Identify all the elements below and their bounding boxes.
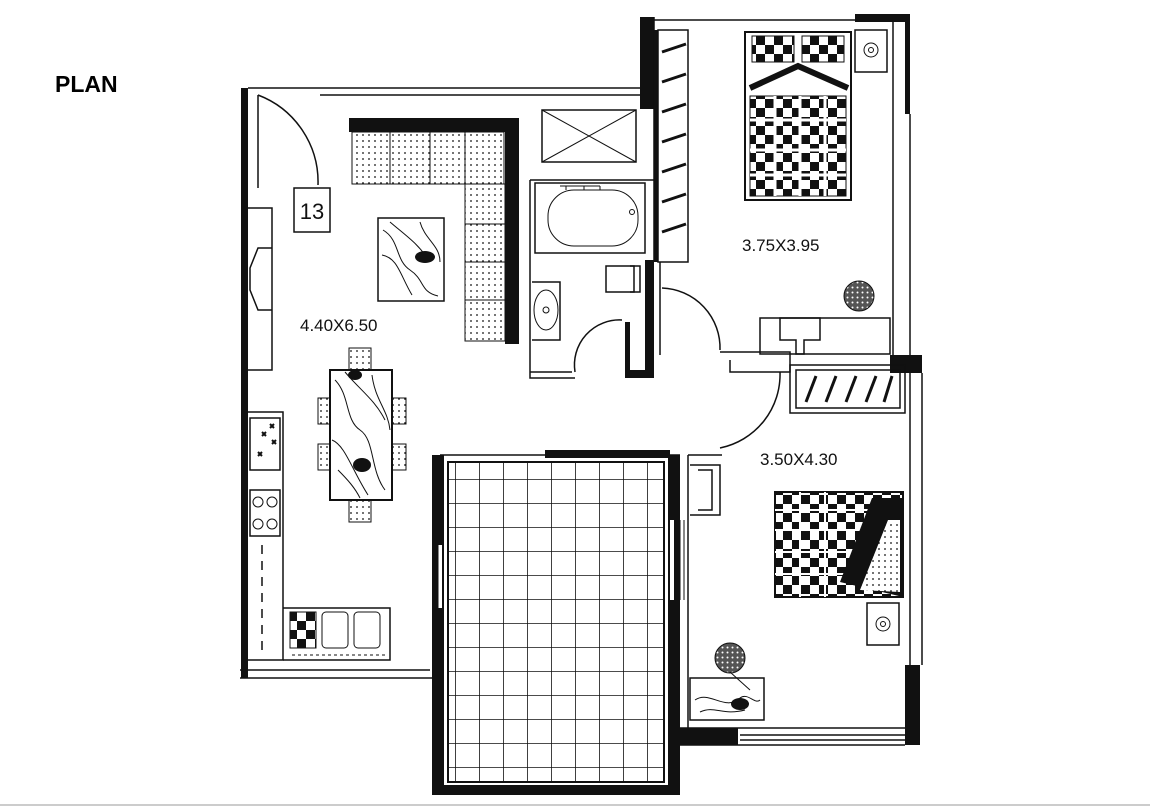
bathroom-door	[573, 319, 623, 373]
living-room: 13	[248, 94, 519, 661]
wardrobe-top	[657, 29, 689, 263]
washbasin	[532, 281, 561, 341]
lamp-top	[843, 280, 875, 312]
bathtub	[534, 182, 646, 254]
dining-table	[317, 347, 407, 523]
bedroom-bottom: 3.50X4.30	[689, 450, 905, 741]
kitchen-counter	[248, 411, 391, 661]
wardrobe-bottom	[789, 364, 906, 414]
bedroom-bottom-size: 3.50X4.30	[760, 450, 838, 469]
lamp-bottom	[714, 642, 746, 674]
bedroom-top: 3.75X3.95	[742, 29, 891, 355]
tv-unit	[248, 207, 273, 371]
nightstand-top	[854, 29, 888, 73]
hallway	[654, 29, 906, 728]
page-title: PLAN	[55, 71, 118, 97]
bedroom-top-size: 3.75X3.95	[742, 236, 820, 255]
bathroom	[529, 109, 654, 379]
shaft	[541, 109, 637, 163]
toilet	[605, 265, 635, 293]
cabinet-bottom	[690, 464, 721, 516]
desk-chair-top	[779, 317, 821, 355]
entry-door	[257, 94, 319, 188]
nightstand-bottom	[866, 602, 900, 646]
desk-bottom	[689, 677, 765, 721]
desk-top	[759, 317, 891, 355]
unit-number-box	[293, 187, 331, 233]
coffee-table	[377, 217, 445, 302]
bedroom-bottom-door	[719, 371, 781, 449]
sofa	[349, 118, 519, 344]
living-room-size: 4.40X6.50	[300, 316, 378, 335]
balcony	[437, 461, 685, 783]
unit-number: 13	[300, 199, 324, 224]
bedroom-top-door	[661, 287, 721, 351]
